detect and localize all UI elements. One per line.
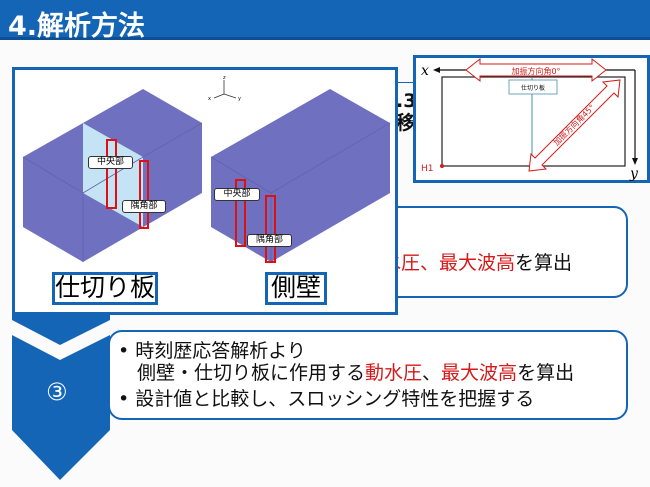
corner-label: 隅角部 bbox=[122, 200, 166, 213]
step3-bullet-1: • 時刻歴応答解析より bbox=[118, 340, 306, 362]
svg-text:z: z bbox=[223, 75, 226, 81]
step3-line2: 側壁・仕切り板に作用する動水圧、最大波高を算出 bbox=[137, 362, 575, 384]
h1-point bbox=[440, 164, 444, 168]
svg-text:y: y bbox=[629, 166, 639, 182]
step3-number: ③ bbox=[46, 378, 68, 406]
svg-text:y: y bbox=[238, 96, 241, 102]
step3-bullet-2: • 設計値と比較し、スロッシング特性を把握する bbox=[118, 388, 535, 410]
step2-text: 水圧、最大波高を算出 bbox=[382, 252, 573, 274]
y-arrow-icon bbox=[632, 158, 638, 165]
partition-tank-model bbox=[22, 89, 203, 262]
center-region-marker bbox=[106, 139, 117, 209]
svg-text:x: x bbox=[208, 96, 211, 102]
svg-text:加振方向角0°: 加振方向角0° bbox=[511, 66, 560, 76]
sidewall-tank-model bbox=[210, 89, 391, 263]
step1-row-bottom-line bbox=[380, 120, 420, 121]
direction-45-arrow bbox=[528, 79, 621, 172]
corner-region-marker bbox=[139, 160, 149, 229]
corner-label: 隅角部 bbox=[247, 234, 292, 247]
center-label: 中央部 bbox=[88, 156, 133, 169]
svg-text:x: x bbox=[421, 63, 429, 79]
corner-region-marker bbox=[265, 195, 276, 263]
svg-text:加振方向角45°: 加振方向角45° bbox=[551, 102, 596, 147]
step1-fragment: .3 bbox=[396, 90, 417, 112]
direction-0-arrow bbox=[465, 57, 607, 83]
x-arrow-icon bbox=[433, 67, 440, 73]
partition-label: 仕切り板 bbox=[52, 272, 158, 305]
sidewall-label: 側壁 bbox=[265, 272, 327, 305]
center-region-marker bbox=[235, 179, 246, 247]
page-title: 4.解析方法 bbox=[8, 11, 146, 42]
step1-fragment: 移 bbox=[396, 112, 416, 134]
title-bar bbox=[0, 0, 650, 40]
plan-diagram: 仕切り板 x y H1 加振方向角0° 加振方向角45° bbox=[421, 57, 639, 182]
axis-triad-icon: z x y bbox=[208, 75, 241, 102]
partition-label: 仕切り板 bbox=[521, 84, 545, 92]
step3-chevron bbox=[12, 335, 110, 480]
step3-box bbox=[108, 330, 628, 420]
center-label: 中央部 bbox=[214, 188, 260, 201]
svg-text:H1: H1 bbox=[421, 164, 434, 174]
tank-models: z x y bbox=[22, 75, 391, 263]
